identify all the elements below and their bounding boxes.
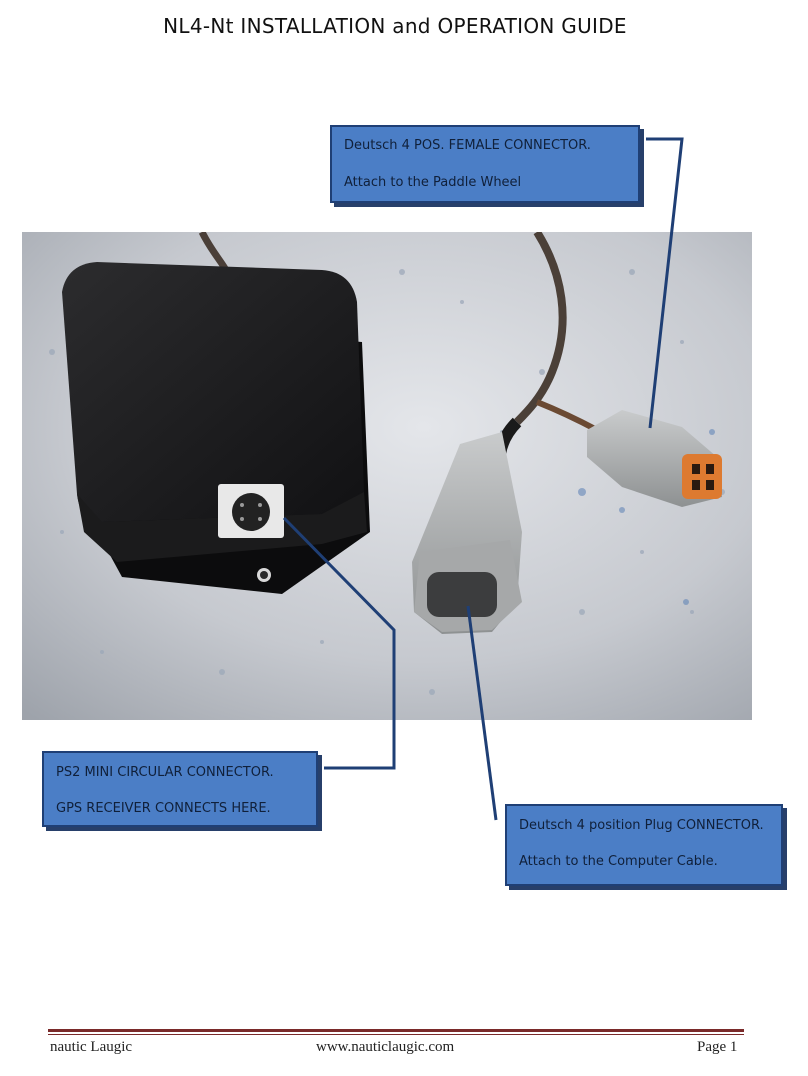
product-photo bbox=[22, 232, 752, 720]
footer-website[interactable]: www.nauticlaugic.com bbox=[316, 1039, 455, 1055]
callout-ps2-connector: PS2 MINI CIRCULAR CONNECTOR. GPS RECEIVE… bbox=[42, 751, 318, 827]
callout-line: Deutsch 4 POS. FEMALE CONNECTOR. bbox=[344, 138, 591, 153]
footer-company: nautic Laugic bbox=[50, 1039, 133, 1055]
page-title: NL4-Nt INSTALLATION and OPERATION GUIDE bbox=[163, 14, 627, 38]
callout-line: Attach to the Computer Cable. bbox=[519, 854, 718, 869]
callout-line: Deutsch 4 position Plug CONNECTOR. bbox=[519, 818, 764, 833]
callout-line: PS2 MINI CIRCULAR CONNECTOR. bbox=[56, 765, 274, 780]
footer-divider bbox=[48, 1029, 744, 1032]
callout-deutsch-plug-connector: Deutsch 4 position Plug CONNECTOR. Attac… bbox=[505, 804, 783, 886]
callout-line: Attach to the Paddle Wheel bbox=[344, 175, 522, 190]
footer-page-number: Page 1 bbox=[697, 1039, 738, 1055]
callout-deutsch-female-connector: Deutsch 4 POS. FEMALE CONNECTOR. Attach … bbox=[330, 125, 640, 203]
footer-divider bbox=[48, 1034, 744, 1035]
callout-line: GPS RECEIVER CONNECTS HERE. bbox=[56, 801, 271, 816]
